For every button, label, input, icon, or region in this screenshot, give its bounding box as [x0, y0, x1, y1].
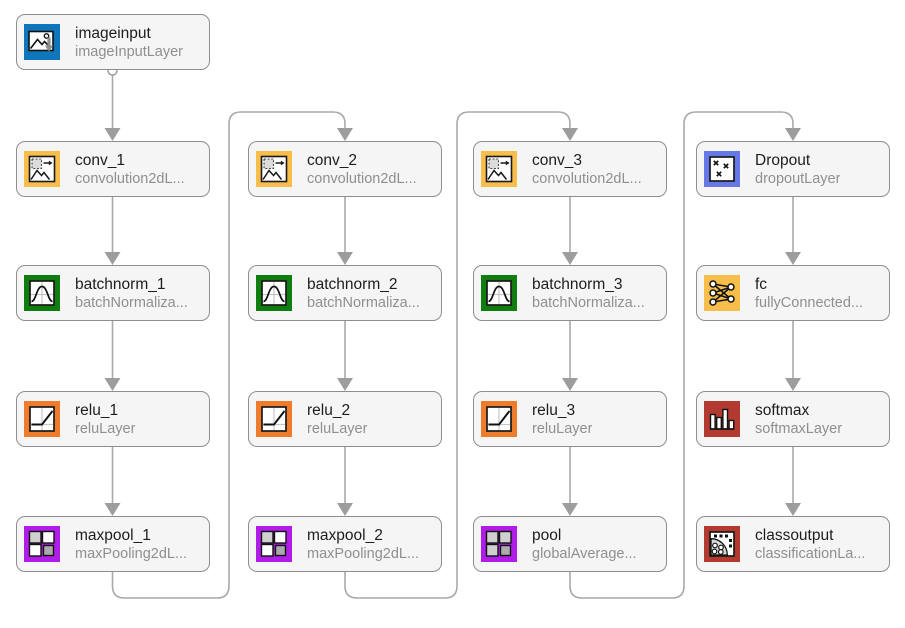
- layer-node-conv_1[interactable]: conv_1 convolution2dL...: [16, 141, 210, 197]
- layer-type: fullyConnected...: [755, 294, 864, 311]
- layer-name: relu_3: [532, 401, 576, 419]
- softmax-icon: [704, 401, 740, 437]
- layer-node-fc[interactable]: fc fullyConnected...: [696, 265, 890, 321]
- layer-node-Dropout[interactable]: Dropout dropoutLayer: [696, 141, 890, 197]
- layer-name: relu_2: [307, 401, 351, 419]
- layer-name: batchnorm_2: [307, 275, 398, 293]
- convolution2d-icon: [24, 151, 60, 187]
- layer-node-imageinput[interactable]: imageinput imageInputLayer: [16, 14, 210, 70]
- layer-node-relu_3[interactable]: relu_3 reluLayer: [473, 391, 667, 447]
- layer-type: maxPooling2dL...: [75, 545, 188, 562]
- batch-normalization-icon: [24, 275, 60, 311]
- arrowhead: [104, 378, 121, 391]
- layer-name: conv_2: [307, 151, 357, 169]
- layer-type: convolution2dL...: [75, 170, 185, 187]
- arrowhead: [785, 128, 801, 141]
- relu-icon: [256, 401, 292, 437]
- layer-type: maxPooling2dL...: [307, 545, 420, 562]
- global-average-pooling-icon: [481, 526, 517, 562]
- layer-type: classificationLa...: [755, 545, 866, 562]
- layer-type: reluLayer: [532, 420, 593, 437]
- layer-node-softmax[interactable]: softmax softmaxLayer: [696, 391, 890, 447]
- layer-name: conv_1: [75, 151, 125, 169]
- layer-name: pool: [532, 526, 562, 544]
- fully-connected-icon: [704, 275, 740, 311]
- layer-node-classoutput[interactable]: classoutput classificationLa...: [696, 516, 890, 572]
- layer-name: batchnorm_3: [532, 275, 623, 293]
- layer-name: classoutput: [755, 526, 834, 544]
- layer-type: convolution2dL...: [532, 170, 642, 187]
- layer-node-batchnorm_2[interactable]: batchnorm_2 batchNormaliza...: [248, 265, 442, 321]
- arrowhead: [104, 252, 121, 265]
- arrowhead: [562, 503, 578, 516]
- max-pooling-icon: [24, 526, 60, 562]
- layer-node-maxpool_1[interactable]: maxpool_1 maxPooling2dL...: [16, 516, 210, 572]
- arrowhead: [104, 128, 121, 141]
- dropout-icon: [704, 151, 740, 187]
- arrowhead: [562, 252, 578, 265]
- layer-name: batchnorm_1: [75, 275, 166, 293]
- arrowhead: [785, 252, 801, 265]
- batch-normalization-icon: [256, 275, 292, 311]
- layer-node-relu_1[interactable]: relu_1 reluLayer: [16, 391, 210, 447]
- edge-maxpool_1-conv_2[interactable]: [111, 111, 346, 599]
- layer-type: globalAverage...: [532, 545, 637, 562]
- relu-icon: [24, 401, 60, 437]
- relu-icon: [481, 401, 517, 437]
- classification-output-icon: [704, 526, 740, 562]
- layer-name: maxpool_2: [307, 526, 383, 544]
- layer-type: reluLayer: [307, 420, 368, 437]
- layer-name: relu_1: [75, 401, 119, 419]
- arrowhead: [562, 378, 578, 391]
- arrowhead: [562, 128, 578, 141]
- arrowhead: [785, 503, 801, 516]
- arrowhead: [785, 378, 801, 391]
- layer-node-relu_2[interactable]: relu_2 reluLayer: [248, 391, 442, 447]
- arrowhead: [337, 128, 353, 141]
- edge-pool-Dropout[interactable]: [569, 111, 794, 599]
- layer-node-pool[interactable]: pool globalAverage...: [473, 516, 667, 572]
- layer-type: dropoutLayer: [755, 170, 841, 187]
- layer-node-conv_2[interactable]: conv_2 convolution2dL...: [248, 141, 442, 197]
- layer-type: batchNormaliza...: [307, 294, 420, 311]
- layer-name: Dropout: [755, 151, 811, 169]
- layer-node-batchnorm_3[interactable]: batchnorm_3 batchNormaliza...: [473, 265, 667, 321]
- layer-name: imageinput: [75, 24, 151, 42]
- layer-node-batchnorm_1[interactable]: batchnorm_1 batchNormaliza...: [16, 265, 210, 321]
- layer-type: batchNormaliza...: [75, 294, 188, 311]
- arrowhead: [337, 503, 353, 516]
- layer-name: conv_3: [532, 151, 582, 169]
- arrowhead: [337, 378, 353, 391]
- layer-type: convolution2dL...: [307, 170, 417, 187]
- image-input-icon: [24, 24, 60, 60]
- arrowhead: [337, 252, 353, 265]
- layer-node-maxpool_2[interactable]: maxpool_2 maxPooling2dL...: [248, 516, 442, 572]
- layer-type: softmaxLayer: [755, 420, 843, 437]
- max-pooling-icon: [256, 526, 292, 562]
- arrowhead: [104, 503, 121, 516]
- layer-type: reluLayer: [75, 420, 136, 437]
- layer-type: batchNormaliza...: [532, 294, 645, 311]
- layer-node-conv_3[interactable]: conv_3 convolution2dL...: [473, 141, 667, 197]
- convolution2d-icon: [256, 151, 292, 187]
- batch-normalization-icon: [481, 275, 517, 311]
- layer-type: imageInputLayer: [75, 43, 184, 60]
- layer-name: maxpool_1: [75, 526, 151, 544]
- layer-name: softmax: [755, 401, 810, 419]
- convolution2d-icon: [481, 151, 517, 187]
- layer-name: fc: [755, 275, 768, 293]
- edge-maxpool_2-conv_3[interactable]: [344, 111, 571, 599]
